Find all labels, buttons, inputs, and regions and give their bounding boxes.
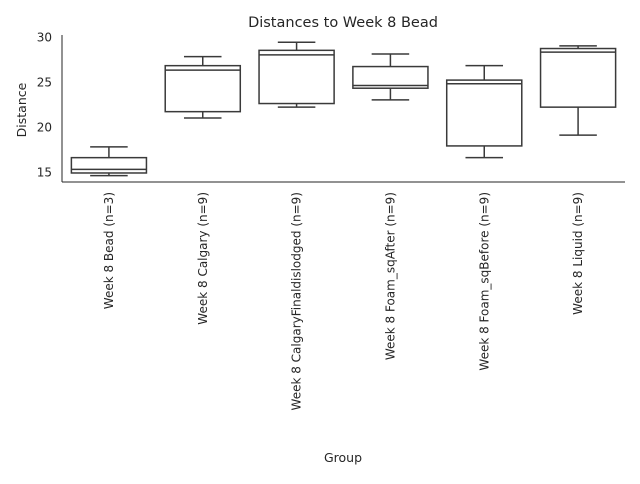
box-group — [352, 53, 429, 101]
x-axis-ticks: Week 8 Bead (n=3) Week 8 Calgary (n=9) Wee… — [102, 192, 585, 410]
plot-area — [70, 41, 617, 177]
box-group — [258, 41, 335, 108]
y-axis-label: Distance — [14, 82, 29, 137]
box-iqr — [70, 156, 148, 174]
box-group — [445, 64, 523, 159]
x-tick-label: Week 8 Foam_sqBefore (n=9) — [477, 192, 491, 371]
box-group — [70, 146, 148, 177]
y-tick-label: 25 — [37, 75, 52, 89]
chart-title: Distances to Week 8 Bead — [248, 15, 438, 31]
y-tick-label: 15 — [37, 166, 52, 180]
box-iqr — [352, 65, 429, 89]
x-axis-label: Group — [324, 450, 362, 465]
box-group — [539, 45, 617, 136]
box-iqr — [258, 49, 335, 105]
x-tick-label: Week 8 Bead (n=3) — [102, 192, 116, 309]
y-tick-label: 30 — [37, 30, 52, 44]
box-iqr — [164, 64, 242, 113]
x-tick-label: Week 8 Calgary (n=9) — [196, 192, 210, 325]
x-tick-label: Week 8 CalgaryFinaldislodged (n=9) — [290, 192, 304, 410]
box-iqr — [539, 47, 617, 108]
box-group — [164, 55, 242, 119]
x-tick-label: Week 8 Foam_sqAfter (n=9) — [383, 192, 397, 360]
y-axis-ticks: 15 20 25 30 — [37, 30, 52, 179]
box-iqr — [445, 79, 523, 147]
x-tick-label: Week 8 Liquid (n=9) — [571, 192, 585, 315]
y-tick-label: 20 — [37, 120, 52, 134]
